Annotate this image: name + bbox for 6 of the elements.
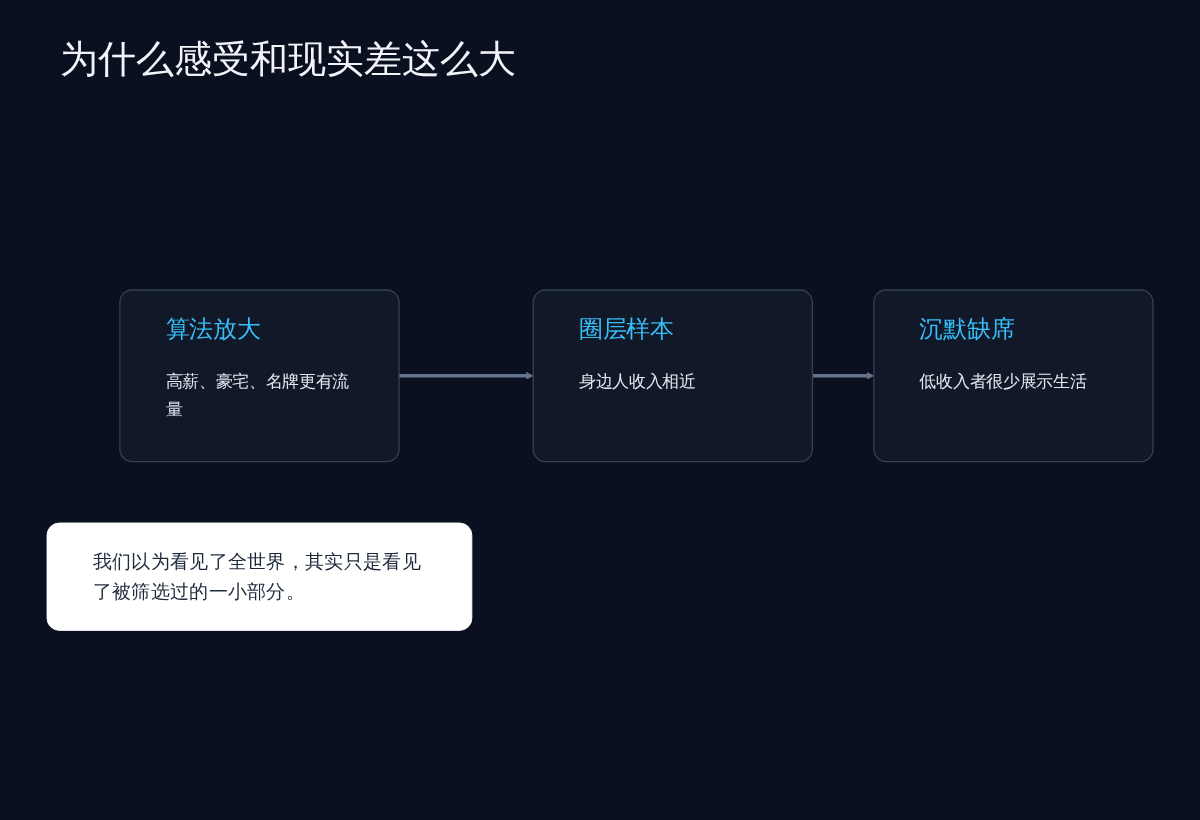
node-box: 算法放大 高薪、豪宅、名牌更有流量: [119, 289, 400, 462]
title: 为什么感受和现实差这么大: [60, 36, 516, 83]
node-box: 圈层样本 身边人收入相近: [532, 289, 814, 462]
arrow: [399, 371, 534, 380]
node-box: 沉默缺席 低收入者很少展示生活: [873, 289, 1154, 462]
node-box: 我们以为看见了全世界，其实只是看见了被筛选过的一小部分。: [46, 522, 473, 631]
